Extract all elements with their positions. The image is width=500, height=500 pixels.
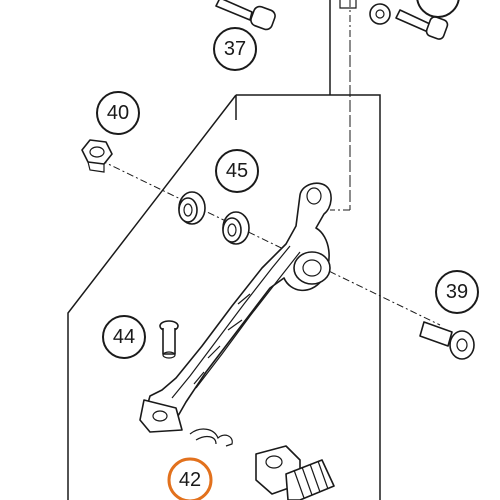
callout-partial-top-right [416,0,460,18]
bolt-37 [215,0,276,31]
pivot-axis [99,159,441,326]
svg-text:45: 45 [226,160,248,182]
spring-clip [189,428,233,447]
svg-text:40: 40 [107,102,129,124]
svg-text:44: 44 [113,326,135,348]
callout-42[interactable]: 42 [167,457,213,500]
nut-top [339,0,449,210]
callout-39: 39 [435,270,479,314]
svg-text:37: 37 [224,38,246,60]
assembly-frame [67,0,381,500]
bushing-45-b [222,211,250,245]
lever-arm [139,182,332,433]
nut-40 [81,139,113,173]
pin-44 [159,320,179,359]
bushing-45-a [178,191,206,225]
callout-44: 44 [102,315,146,359]
svg-text:39: 39 [446,281,468,303]
threaded-peg-42 [255,445,335,500]
bolt-39 [419,321,475,360]
callout-40: 40 [96,91,140,135]
callout-45: 45 [215,149,259,193]
callout-37: 37 [213,27,257,71]
svg-text:42: 42 [179,469,201,491]
